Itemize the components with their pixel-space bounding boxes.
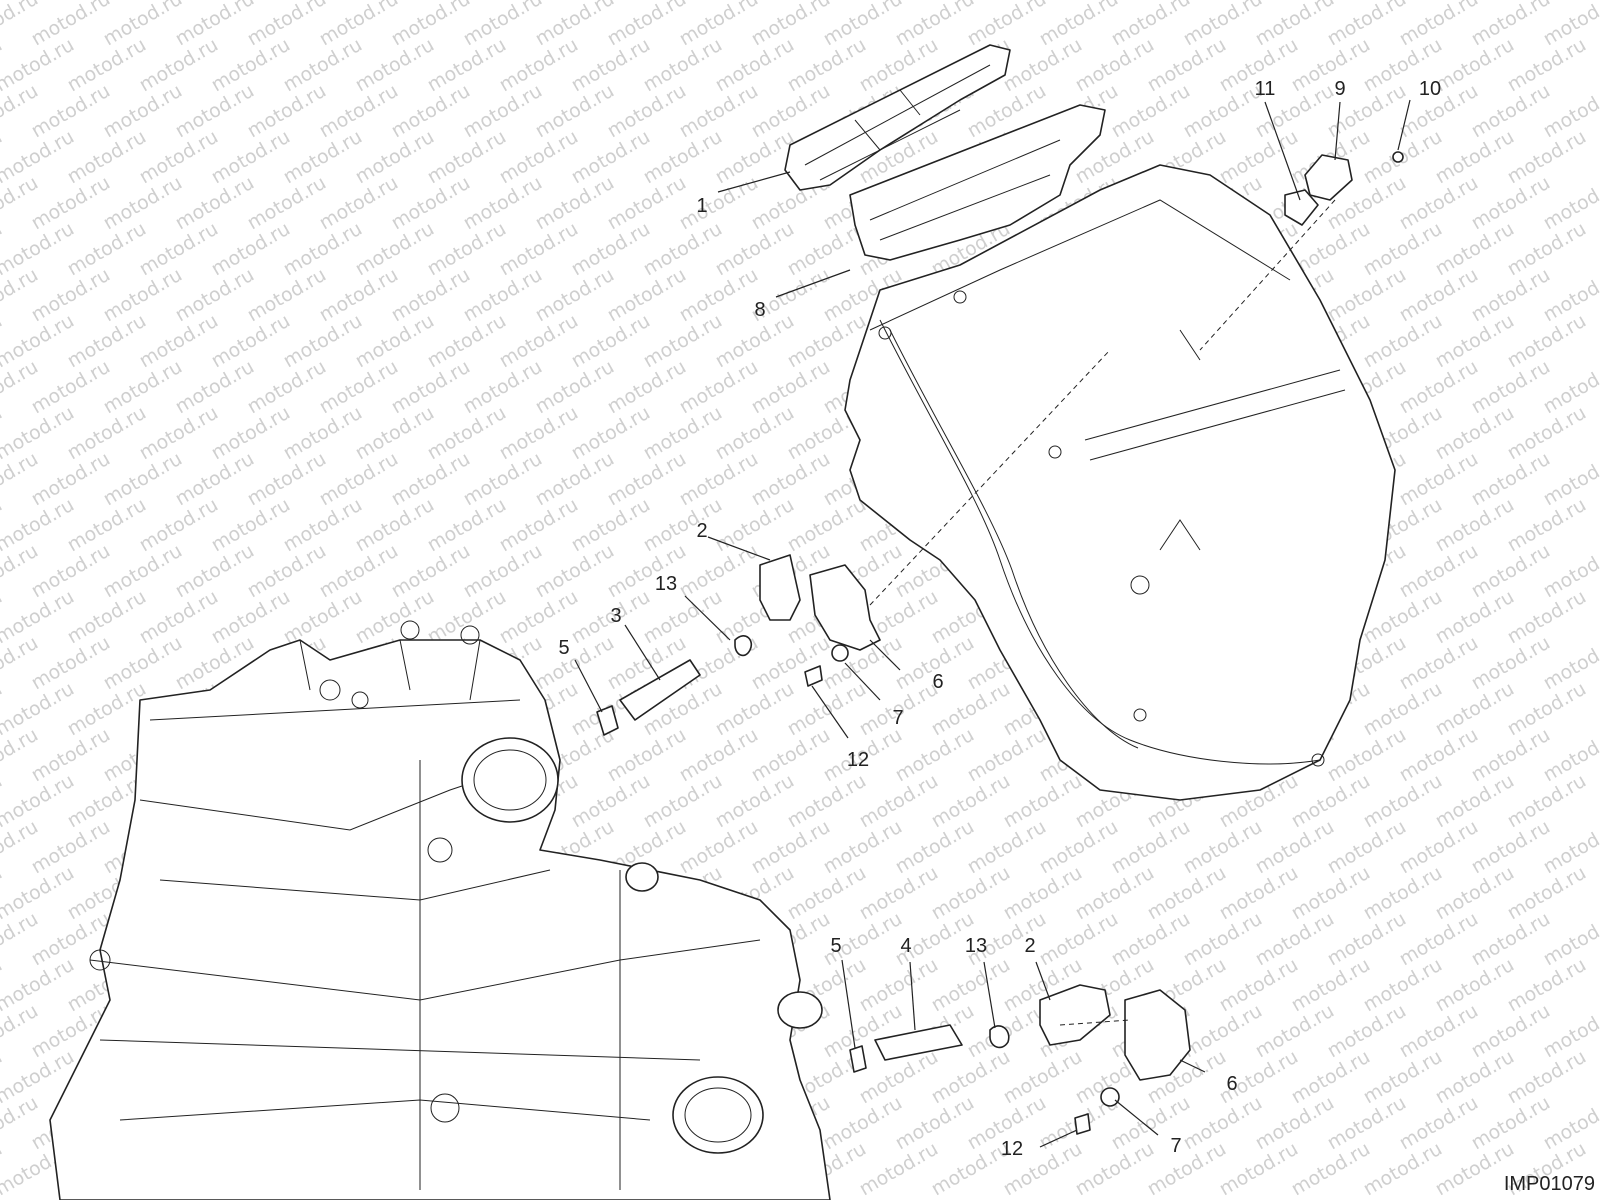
callout-7-lower: 7 [1170,1135,1181,1157]
callout-2-lower: 2 [1024,935,1035,957]
callout-8: 8 [754,299,765,321]
callout-9: 9 [1334,78,1345,100]
callout-13-upper: 13 [655,573,677,595]
callout-13-lower: 13 [965,935,987,957]
callout-2-upper: 2 [696,520,707,542]
callout-12-lower: 12 [1001,1138,1023,1160]
sensor-assembly-upper [596,349,1111,736]
engine-block [49,620,831,1200]
callout-6-upper: 6 [932,671,943,693]
callout-11: 11 [1255,78,1276,100]
callout-6-lower: 6 [1226,1073,1237,1095]
part-1-cover [784,44,1011,191]
callout-5-upper: 5 [558,637,569,659]
sensor-assembly-lower [849,984,1191,1135]
callout-7-upper: 7 [892,707,903,729]
callout-1: 1 [696,195,707,217]
parts-9-10-11 [1199,151,1404,351]
callout-3: 3 [610,605,621,627]
airbox-housing [844,164,1396,801]
part-8-bracket [849,104,1106,261]
callout-4: 4 [900,935,911,957]
callout-5-lower: 5 [830,935,841,957]
callout-10: 10 [1419,78,1441,100]
callout-12-upper: 12 [847,749,869,771]
drawing-code: IMP01079 [1504,1173,1595,1195]
callout-labels: 1 8 11 9 10 2 13 3 5 6 7 12 5 4 13 2 6 7… [558,78,1441,1160]
leader-lines [574,99,1411,1148]
